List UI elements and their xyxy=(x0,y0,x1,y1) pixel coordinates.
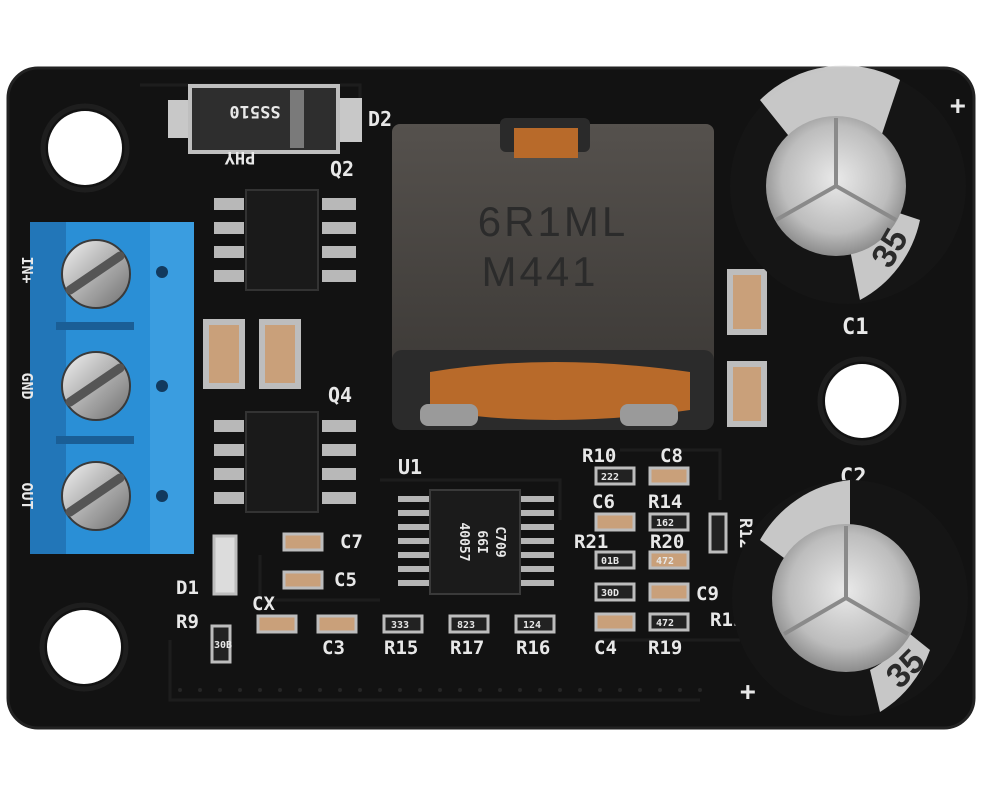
inductor-line1: 6R1ML xyxy=(478,198,628,245)
code-r19: 472 xyxy=(656,618,674,629)
label-r14: R14 xyxy=(648,491,682,513)
ceramic-cap xyxy=(203,269,767,427)
power-inductor: 6R1ML M441 xyxy=(392,118,714,430)
code-c9: 30D xyxy=(601,588,619,599)
label-r15: R15 xyxy=(384,637,418,659)
diode-d2: PHY SS510 xyxy=(168,84,362,167)
ic-line1: 40057 xyxy=(456,522,471,561)
label-r10: R10 xyxy=(582,445,616,467)
via-row xyxy=(178,688,702,692)
label-cx: CX xyxy=(252,593,275,615)
label-c4: C4 xyxy=(594,637,617,659)
code-r21: 01B xyxy=(601,556,619,567)
label-c8: C8 xyxy=(660,445,683,467)
code-r16: 124 xyxy=(523,620,541,631)
code-r14: 162 xyxy=(656,518,674,529)
mosfet-q2 xyxy=(214,189,356,291)
ic-line3: C709 xyxy=(492,526,507,557)
label-u1: U1 xyxy=(398,455,422,479)
terminal-label-gnd: GND xyxy=(18,372,36,399)
label-d2: D2 xyxy=(368,107,392,131)
label-c3: C3 xyxy=(322,637,345,659)
label-c7: C7 xyxy=(340,531,363,553)
terminal-screw[interactable] xyxy=(61,351,131,421)
label-c6: C6 xyxy=(592,491,615,513)
label-r17: R17 xyxy=(450,637,484,659)
code-r10: 222 xyxy=(601,472,619,483)
code-r17: 823 xyxy=(457,620,475,631)
label-plus-bottom: + xyxy=(740,677,756,707)
diode-part: SS510 xyxy=(229,101,280,121)
terminal-label-in: IN+ xyxy=(18,256,36,283)
inductor-line2: M441 xyxy=(481,248,598,295)
diode-brand: PHY xyxy=(224,147,255,167)
mount-hole-bottom-left xyxy=(47,610,121,684)
copper-traces xyxy=(140,83,740,702)
smd-resistor xyxy=(210,466,728,664)
label-r21: R21 xyxy=(574,531,608,553)
terminal-screw[interactable] xyxy=(61,461,131,531)
code-r20: 472 xyxy=(656,556,674,567)
label-q2: Q2 xyxy=(330,157,354,181)
code-r15: 333 xyxy=(391,620,409,631)
mount-hole-top-left xyxy=(48,111,122,185)
label-r20: R20 xyxy=(650,531,684,553)
ic-line2: 66I xyxy=(474,530,489,553)
label-c1: C1 xyxy=(842,315,869,340)
code-r9: 30B xyxy=(214,640,232,651)
mount-hole-right xyxy=(825,364,899,438)
label-r9: R9 xyxy=(176,611,199,633)
electrolytic-cap-c1: 35 xyxy=(730,65,966,304)
label-d1: D1 xyxy=(176,577,199,599)
label-q4: Q4 xyxy=(328,383,352,407)
mosfet-q4 xyxy=(214,411,356,513)
terminal-screw[interactable] xyxy=(61,239,131,309)
label-c9: C9 xyxy=(696,583,719,605)
label-c5: C5 xyxy=(334,569,357,591)
label-plus-top: + xyxy=(950,91,966,121)
ic-u1: 40057 66I C709 xyxy=(398,489,554,595)
electrolytic-cap-c2: 35 xyxy=(732,480,968,716)
label-r16: R16 xyxy=(516,637,550,659)
label-r19: R19 xyxy=(648,637,682,659)
terminal-label-out: OUT xyxy=(18,482,36,509)
terminal-block xyxy=(30,222,194,554)
